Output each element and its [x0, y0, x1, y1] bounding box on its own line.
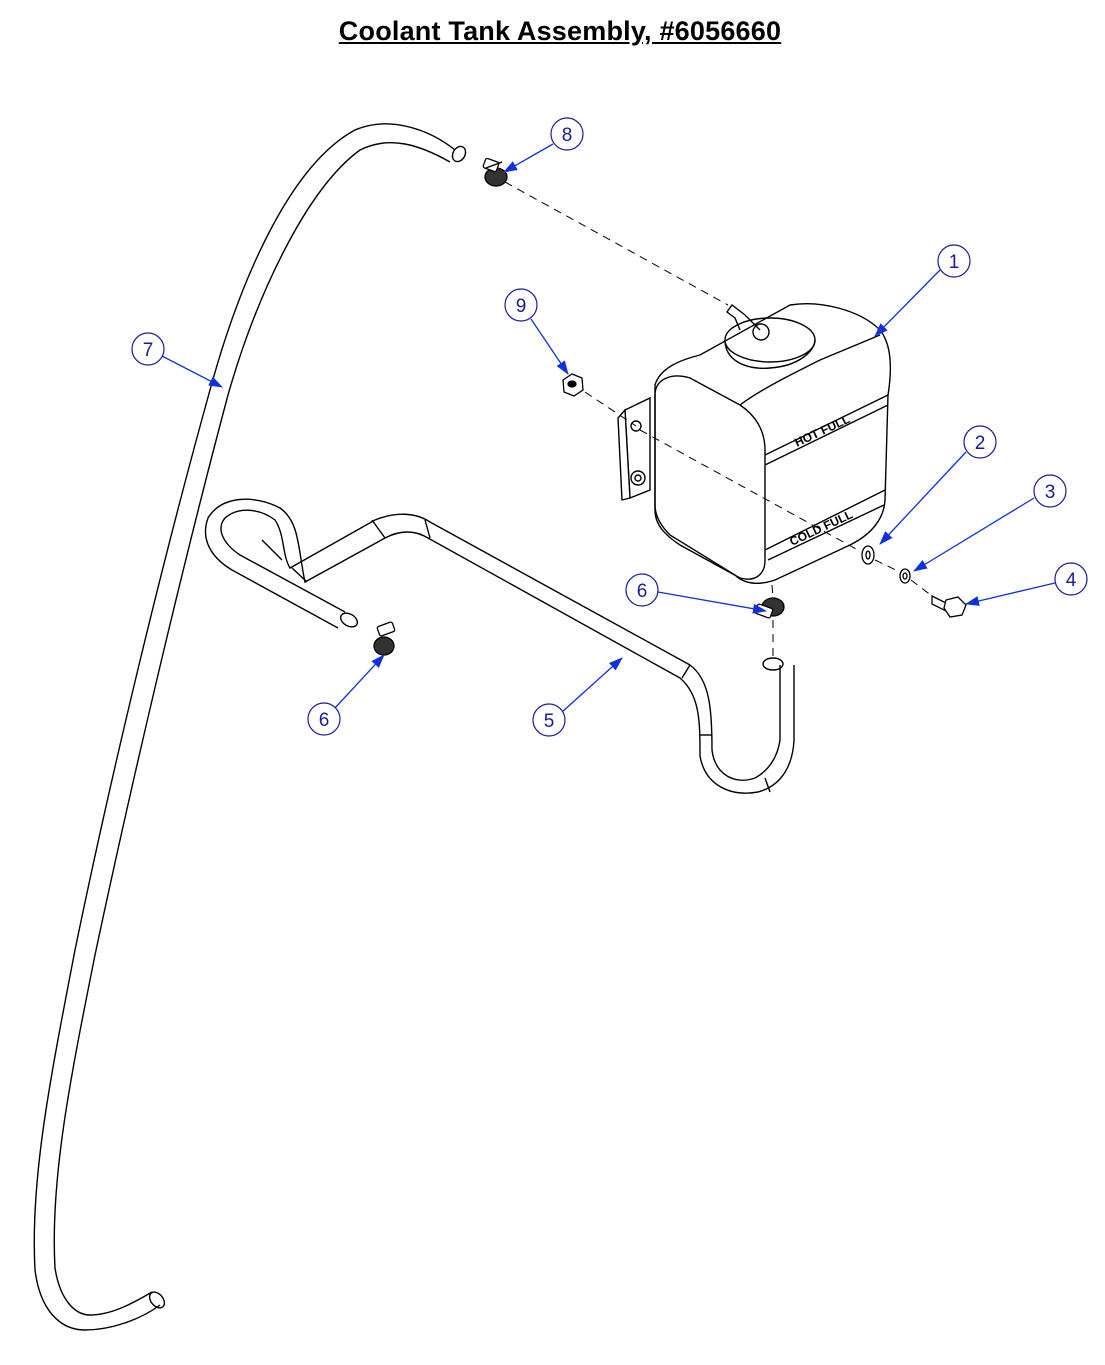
callout-6-right: 6 [625, 573, 767, 614]
callout-8-number: 8 [562, 125, 573, 146]
callout-7-number: 7 [143, 340, 154, 361]
nut-part-9 [562, 373, 584, 397]
callout-1: 1 [874, 244, 971, 337]
callout-4-number: 4 [1066, 570, 1077, 591]
callout-6-left-number: 6 [319, 710, 330, 731]
hose-clamp-part-6-right [754, 597, 785, 619]
callout-3: 3 [913, 474, 1067, 572]
callout-8: 8 [503, 117, 584, 173]
callout-9-number: 9 [516, 296, 527, 317]
callout-7: 7 [131, 332, 223, 388]
flat-washer-part-2 [861, 545, 875, 565]
cold-full-label: COLD FULL [787, 507, 855, 548]
callout-6-right-number: 6 [637, 581, 648, 602]
bolt-part-4 [931, 594, 967, 618]
overflow-hose-part-7 [33, 123, 467, 1331]
callout-5-number: 5 [544, 711, 555, 732]
callout-3-number: 3 [1045, 482, 1056, 503]
callout-9: 9 [504, 288, 569, 375]
coolant-tank-part-1 [617, 303, 892, 584]
lock-washer-part-3 [899, 568, 911, 584]
callout-6-left: 6 [307, 654, 385, 736]
hose-clamp-part-6-left [373, 621, 396, 656]
assembly-lines [504, 181, 933, 656]
hot-full-label: HOT FULL [792, 412, 852, 450]
callout-5: 5 [532, 657, 623, 737]
diagram-title: Coolant Tank Assembly, #6056660 [338, 16, 782, 46]
coolant-hose-part-5 [204, 498, 795, 794]
callout-2-number: 2 [975, 433, 986, 454]
hose-clamp-part-8 [482, 157, 508, 187]
callout-4: 4 [965, 562, 1088, 606]
callout-2: 2 [879, 425, 997, 545]
callout-1-number: 1 [949, 252, 960, 273]
